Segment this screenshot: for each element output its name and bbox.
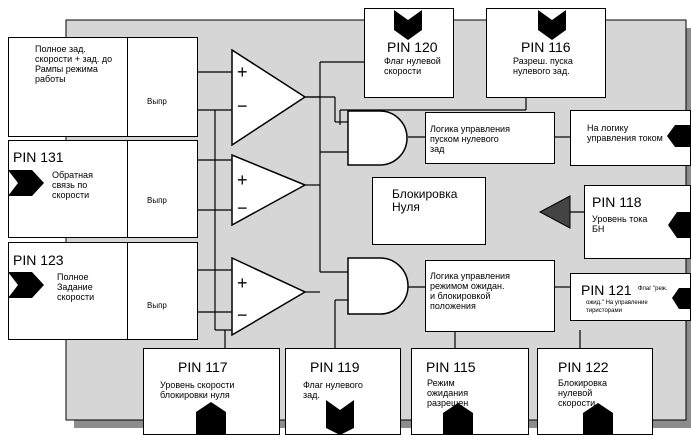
pin118-text: Уровень тока БН <box>592 214 648 234</box>
pin119-label: PIN 119 <box>310 359 360 375</box>
top-left-input-block <box>8 37 198 137</box>
pin120-text: Флаг нулевой скорости <box>384 56 441 76</box>
pin116-label: PIN 116 <box>521 39 571 55</box>
ramp-label: Выпр <box>147 301 167 310</box>
pin117-block <box>143 348 280 435</box>
pin121-block <box>570 273 691 321</box>
zero-lock-block <box>372 177 486 245</box>
logic-start-block <box>425 112 555 164</box>
plus-sign: + <box>237 170 248 190</box>
logic-start-text: Логика управления пуском нулевого зад <box>430 124 510 154</box>
pin123-label: PIN 123 <box>13 252 64 268</box>
pin119-text: Флаг нулевого зад. <box>303 380 363 400</box>
minus-sign: − <box>237 96 248 116</box>
pin117-text: Уровень скорости блокировки нуля <box>160 380 235 400</box>
divider <box>127 242 128 340</box>
pin115-label: PIN 115 <box>426 359 476 375</box>
pin115-text: Режим ожидания разрешен <box>427 378 469 408</box>
zero-lock-text: Блокировка Нуля <box>392 187 458 214</box>
top-left-input-text: Полное зад. скорости + зад. до Рампы реж… <box>35 44 113 84</box>
pin122-text: Блокировка нулевой скорости <box>558 378 608 408</box>
ramp-label: Выпр <box>147 97 167 106</box>
ramp-label: Выпр <box>147 196 167 205</box>
logic-wait-text: Логика управления режимом ожидан. и блок… <box>430 271 510 311</box>
pin121-text-3: тиристорами <box>586 308 622 314</box>
pin121-label: PIN 121 <box>581 282 632 298</box>
pin131-text: Обратная связь по скорости <box>52 170 93 200</box>
logic-wait-block <box>425 260 555 332</box>
pin116-text: Разреш. пуска нулевого зад. <box>513 56 573 76</box>
pin121-text-2: ожид." На управление <box>586 300 648 306</box>
divider <box>127 140 128 238</box>
wires <box>198 61 584 348</box>
pin122-label: PIN 122 <box>558 359 609 375</box>
and-gates <box>347 110 409 315</box>
pin131-label: PIN 131 <box>13 149 64 165</box>
plus-sign: + <box>237 62 248 82</box>
comparators <box>231 48 307 337</box>
pin120-label: PIN 120 <box>387 39 438 55</box>
to-current-logic-text: На логику управления током <box>587 123 663 143</box>
pin117-label: PIN 117 <box>178 359 228 375</box>
divider <box>127 37 128 137</box>
pin123-text: Полное Задание скорости <box>57 272 95 302</box>
plus-sign: + <box>237 273 248 293</box>
minus-sign: − <box>237 305 248 325</box>
minus-sign: − <box>237 198 248 218</box>
pin121-text-1: Флаг "реж. <box>638 286 668 292</box>
arrow-left-icon <box>538 195 571 229</box>
pin118-label: PIN 118 <box>592 194 642 210</box>
